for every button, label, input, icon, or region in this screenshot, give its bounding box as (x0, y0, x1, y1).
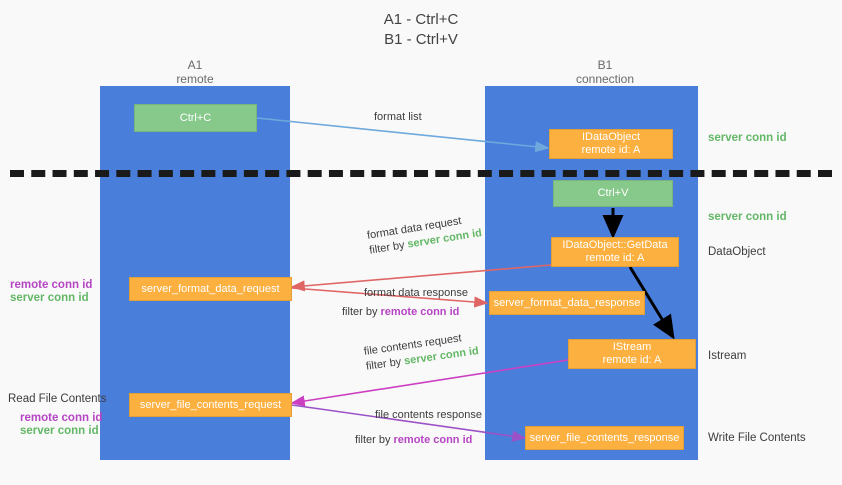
column-b1-name: B1 (597, 58, 613, 72)
side-label-remote-conn-id-top: remote conn id (10, 279, 93, 291)
filter-prefix: filter by (355, 434, 394, 446)
column-a1-sub: remote (176, 72, 214, 86)
filter-prefix: filter by (365, 355, 406, 373)
side-label-server-conn-id-left-bottom: server conn id (20, 425, 99, 437)
filter-value-remote-conn-id: remote conn id (393, 434, 473, 446)
title-line-2: B1 - Ctrl+V (384, 31, 458, 48)
title-line-1: A1 - Ctrl+C (383, 11, 459, 28)
box-idataobject[interactable]: IDataObject remote id: A (549, 129, 673, 159)
dashed-divider (10, 170, 832, 177)
side-label-read-file-contents: Read File Contents (8, 393, 107, 405)
filter-value-remote-conn-id: remote conn id (380, 306, 460, 318)
box-server-file-contents-request-label: server_file_contents_request (139, 398, 282, 411)
edge-label-file-contents-response: file contents response (375, 408, 482, 423)
box-getdata-line-2: remote id: A (585, 252, 645, 264)
column-a1-name: A1 (187, 58, 203, 72)
edge-label-file-contents-response-line-1: file contents response (375, 409, 483, 421)
box-istream[interactable]: IStream remote id: A (568, 339, 696, 369)
edge-label-format-data-response-filter: filter by remote conn id (342, 305, 459, 320)
edge-label-format-list: format list (374, 111, 422, 123)
side-label-server-conn-id-second: server conn id (708, 211, 787, 223)
box-idataobject-getdata[interactable]: IDataObject::GetData remote id: A (551, 237, 679, 267)
box-istream-line-2: remote id: A (602, 354, 662, 366)
edge-label-format-data-response: format data response (364, 286, 468, 301)
filter-prefix: filter by (342, 306, 381, 318)
side-label-write-file-contents: Write File Contents (708, 432, 806, 444)
box-server-format-data-response-label: server_format_data_response (493, 296, 641, 309)
box-getdata-line-1: IDataObject::GetData (562, 239, 668, 251)
side-label-remote-conn-id-bottom: remote conn id (20, 412, 103, 424)
box-istream-line-1: IStream (612, 341, 652, 353)
box-server-file-contents-response-label: server_file_contents_response (529, 431, 680, 444)
column-b1-sub: connection (575, 72, 635, 86)
box-server-format-data-response[interactable]: server_format_data_response (489, 291, 645, 315)
box-ctrl-v[interactable]: Ctrl+V (553, 180, 673, 207)
edge-label-format-data-response-line-1: format data response (364, 287, 468, 299)
column-header-a1: A1 remote (105, 58, 285, 86)
page-title: A1 - Ctrl+C B1 - Ctrl+V (0, 10, 842, 50)
side-label-dataobject: DataObject (708, 246, 766, 258)
box-ctrl-c-label: Ctrl+C (179, 111, 212, 124)
side-label-server-conn-id-top: server conn id (708, 132, 787, 144)
edge-label-file-contents-request: file contents request filter by server c… (363, 329, 480, 375)
edge-label-format-data-request: format data request filter by server con… (366, 211, 483, 258)
box-server-format-data-request-label: server_format_data_request (141, 282, 280, 295)
edge-label-file-contents-response-filter: filter by remote conn id (355, 433, 472, 448)
column-header-b1: B1 connection (515, 58, 695, 86)
box-ctrl-v-label: Ctrl+V (597, 187, 629, 199)
side-label-server-conn-id-left-top: server conn id (10, 292, 89, 304)
side-label-istream: Istream (708, 350, 747, 362)
box-ctrl-c[interactable]: Ctrl+C (134, 104, 257, 132)
box-server-file-contents-request[interactable]: server_file_contents_request (129, 393, 292, 417)
box-server-file-contents-response[interactable]: server_file_contents_response (525, 426, 684, 450)
box-idataobject-line-2: remote id: A (581, 144, 641, 156)
box-idataobject-line-1: IDataObject (581, 131, 641, 143)
box-server-format-data-request[interactable]: server_format_data_request (129, 277, 292, 301)
